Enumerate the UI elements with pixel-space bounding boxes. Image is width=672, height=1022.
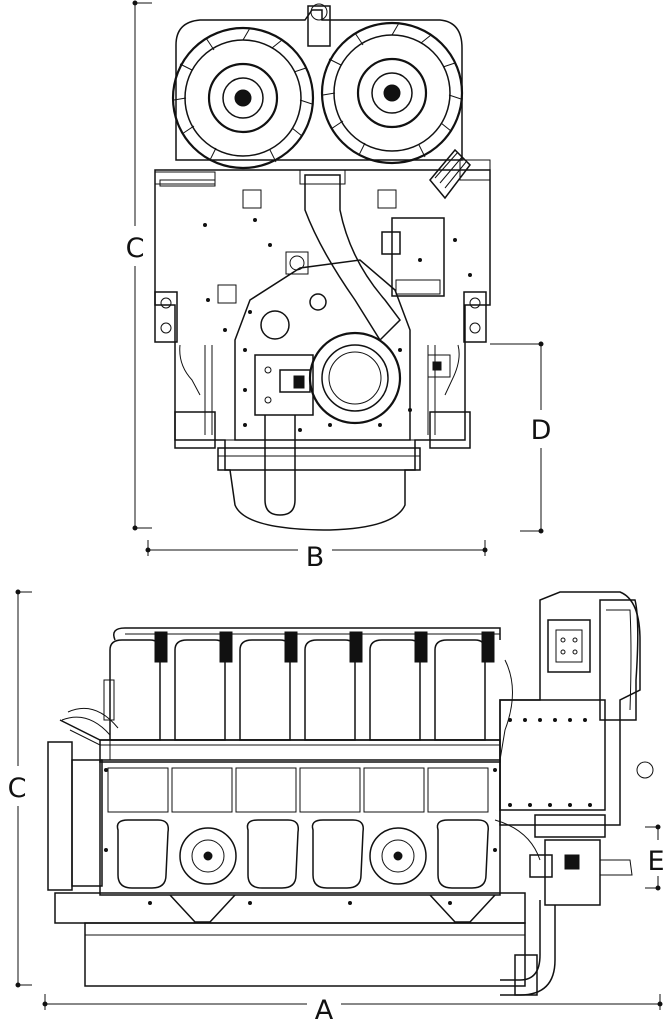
front-dimension-d: D: [490, 341, 558, 534]
side-dimension-e-label: E: [647, 846, 664, 877]
side-dimension-c: C: [2, 589, 34, 988]
side-dimension-a-label: A: [315, 995, 334, 1022]
cylinder-heads: [103, 627, 501, 741]
front-dimension-b: B: [145, 534, 488, 573]
front-dimension-c-label: C: [126, 233, 145, 264]
front-view: C B D: [118, 0, 558, 573]
side-dimension-e: E: [642, 824, 672, 891]
front-engine-body: [154, 3, 491, 531]
side-engine-body: [47, 591, 654, 996]
right-turbocharger: [320, 21, 464, 165]
front-dimension-b-label: B: [306, 542, 325, 573]
front-dimension-c: C: [118, 0, 152, 531]
inspection-covers: [116, 819, 490, 889]
left-turbocharger: [171, 26, 315, 170]
front-dimension-d-label: D: [531, 415, 552, 446]
side-view: C A E: [2, 589, 672, 1022]
side-dimension-c-label: C: [8, 773, 27, 804]
side-dimension-a: A: [42, 988, 663, 1022]
